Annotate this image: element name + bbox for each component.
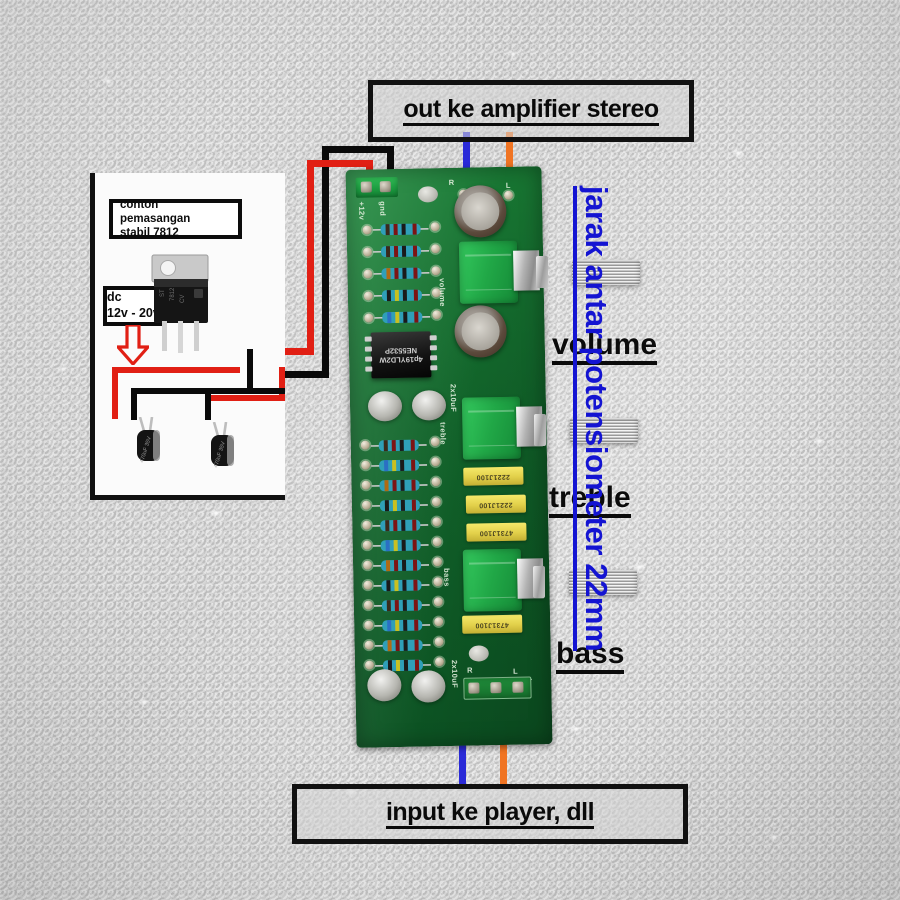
inset-capacitor-1: 470uF 35V <box>137 417 160 463</box>
pad <box>361 480 371 490</box>
voltage-regulator-7812: ST 7812 CV <box>151 254 209 353</box>
input-terminal-block <box>463 676 532 700</box>
wire-out-left-orange <box>506 132 513 187</box>
inset-title-line1: contoh pemasangan <box>120 198 191 225</box>
callout-input-text: input ke player, dll <box>385 799 595 829</box>
down-arrow-icon <box>117 325 149 365</box>
silk-out-right: R <box>448 177 455 187</box>
pad <box>364 640 374 650</box>
resistor <box>370 439 427 452</box>
pot-collar-volume <box>536 256 548 288</box>
svg-text:CV: CV <box>180 295 186 303</box>
note-potentiometer-spacing-text: jarak antar potensiometer 22mm <box>573 186 614 652</box>
silk-coupling-top: 2x10uF <box>448 383 459 413</box>
wire-gnd-black-seg-into-inset <box>262 371 329 378</box>
inset-dc-label: dc <box>107 290 122 305</box>
inset-black-rail-left <box>131 388 137 420</box>
pad <box>433 577 443 587</box>
ic-marking-line1: 4p19YLD2W <box>379 354 423 365</box>
potentiometer-bass-body[interactable] <box>462 548 522 612</box>
pad <box>434 637 444 647</box>
pad <box>431 497 441 507</box>
resistor <box>371 499 428 512</box>
callout-input: input ke player, dll <box>292 784 688 844</box>
power-terminal-block <box>355 176 398 198</box>
svg-text:7812: 7812 <box>170 287 176 301</box>
resistor <box>373 289 430 302</box>
pot-shaft-bass[interactable] <box>569 570 637 595</box>
pot-shaft-volume[interactable] <box>572 260 640 285</box>
resistor <box>374 659 432 672</box>
pad <box>361 460 371 470</box>
inset-red-rail-edge <box>279 367 285 401</box>
resistor <box>373 267 430 280</box>
resistor <box>371 479 428 492</box>
film-cap-4: 4731J100 <box>462 614 523 634</box>
regulator-inset-diagram: contoh pemasangan stabil 7812 dc 12v - 2… <box>90 173 285 500</box>
silk-volume: volume <box>437 278 448 307</box>
silk-coupling-bottom: 2x10uF <box>449 659 460 689</box>
pad <box>432 557 443 567</box>
svg-text:ST: ST <box>160 289 166 297</box>
label-volume: volume <box>552 330 658 365</box>
inset-dc-range: 12v - 20v <box>107 306 160 320</box>
wire-out-right-blue <box>463 132 470 190</box>
resistor <box>374 639 431 652</box>
resistor <box>373 559 430 572</box>
inset-red-rail-top <box>112 367 240 373</box>
label-treble: treble <box>549 483 631 518</box>
resistor <box>372 519 429 532</box>
wire-vcc-red-seg-vert-left <box>307 160 314 355</box>
pot-collar-treble <box>534 414 546 446</box>
ic-ne5532p: 4p19YLD2W NE5532P <box>364 331 438 379</box>
pad <box>434 657 445 667</box>
film-cap-3: 4731J100 <box>466 522 527 542</box>
resistor <box>372 223 429 236</box>
resistor <box>374 311 431 324</box>
silk-power-gnd: gnd <box>378 201 388 217</box>
potentiometer-volume-body[interactable] <box>458 240 519 304</box>
resistor <box>372 539 429 552</box>
silk-out-left: L <box>505 180 511 190</box>
pot-shaft-treble[interactable] <box>570 418 638 443</box>
wire-gnd-black-seg-vert-left <box>322 146 329 378</box>
wire-in-left-orange <box>500 733 507 786</box>
callout-output-text: out ke amplifier stereo <box>403 96 659 126</box>
pad <box>363 580 373 590</box>
resistor <box>373 599 430 612</box>
resistor-bank-bottom <box>345 166 541 672</box>
silk-bass: bass <box>442 567 452 587</box>
potentiometer-treble-body[interactable] <box>461 396 522 460</box>
resistor <box>373 245 430 258</box>
inset-red-rail-left <box>112 367 118 419</box>
label-bass: bass <box>556 639 625 674</box>
wire-vcc-red-seg-horiz-top <box>307 160 373 167</box>
inset-red-rail-right <box>205 395 285 401</box>
inset-black-rail-up <box>247 349 253 391</box>
film-cap-1: 2221J100 <box>463 466 524 486</box>
inset-title-box: contoh pemasangan stabil 7812 <box>109 199 242 239</box>
pot-collar-bass <box>533 566 545 598</box>
inset-title-line2: stabil 7812 <box>120 227 179 240</box>
silk-power-pos: +12v <box>357 201 367 221</box>
tone-control-pcb: +12v gnd R L <box>345 166 553 748</box>
silk-in-left: L <box>513 666 519 676</box>
inset-black-rail-mid <box>205 388 211 420</box>
callout-output: out ke amplifier stereo <box>368 80 694 142</box>
wire-in-right-blue <box>459 733 466 786</box>
silk-in-right: R <box>467 665 474 675</box>
note-potentiometer-spacing: jarak antar potensiometer 22mm <box>570 186 614 666</box>
wire-vcc-red-seg-into-inset <box>262 348 314 355</box>
resistor <box>373 579 430 592</box>
pad <box>361 500 371 510</box>
film-cap-2: 2221J100 <box>465 494 527 514</box>
resistor <box>374 619 431 632</box>
pad <box>362 560 373 570</box>
ic-marking-line2: NE5532P <box>384 345 418 356</box>
wire-gnd-black-seg-horiz-top <box>322 146 394 153</box>
resistor <box>371 459 428 472</box>
inset-capacitor-2: 470uF 35V <box>211 422 234 468</box>
pad <box>431 477 441 487</box>
silk-treble: treble <box>438 422 448 446</box>
